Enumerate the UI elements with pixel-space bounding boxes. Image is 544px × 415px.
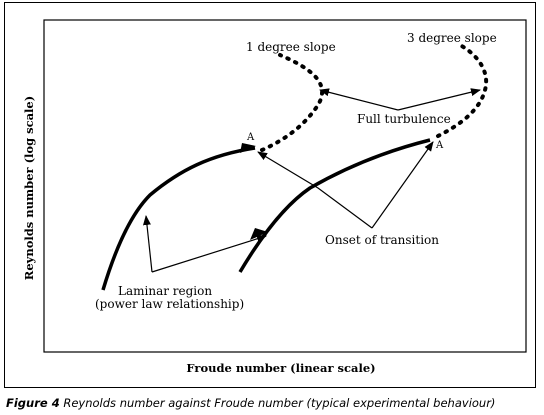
figure-number: Figure 4 xyxy=(6,396,60,410)
x-axis-label: Froude number (linear scale) xyxy=(186,361,375,375)
curve-3-degree-dotted xyxy=(436,43,489,138)
curve-3-degree-solid xyxy=(238,138,431,273)
full-turbulence-pointer-left xyxy=(319,88,399,111)
label-point-a-right: A xyxy=(435,140,444,151)
label-full-turbulence: Full turbulence xyxy=(357,112,451,126)
caption-text: Reynolds number against Froude number (t… xyxy=(59,396,496,410)
figure-frame xyxy=(4,2,536,388)
onset-pointer-right xyxy=(371,141,434,229)
curve-1-degree-dotted xyxy=(260,53,325,152)
onset-pointer-left xyxy=(257,151,373,229)
label-3-degree-slope: 3 degree slope xyxy=(407,31,497,45)
figure-caption: Figure 4 Reynolds number against Froude … xyxy=(6,396,538,410)
label-onset-of-transition: Onset of transition xyxy=(325,233,439,247)
y-axis-label: Reynolds number (log scale) xyxy=(22,96,36,280)
label-1-degree-slope: 1 degree slope xyxy=(246,40,336,54)
label-laminar-region-detail: (power law relationship) xyxy=(95,297,244,311)
arrowhead-1-degree xyxy=(240,143,256,153)
arrowhead-3-degree xyxy=(250,228,268,240)
label-point-a-left: A xyxy=(246,132,255,143)
full-turbulence-pointer-right xyxy=(397,88,481,111)
laminar-pointer-right xyxy=(151,234,267,273)
laminar-pointer-left xyxy=(142,215,153,273)
label-laminar-region: Laminar region xyxy=(118,284,212,298)
plot-area xyxy=(43,19,527,353)
curve-1-degree-solid xyxy=(101,146,256,291)
